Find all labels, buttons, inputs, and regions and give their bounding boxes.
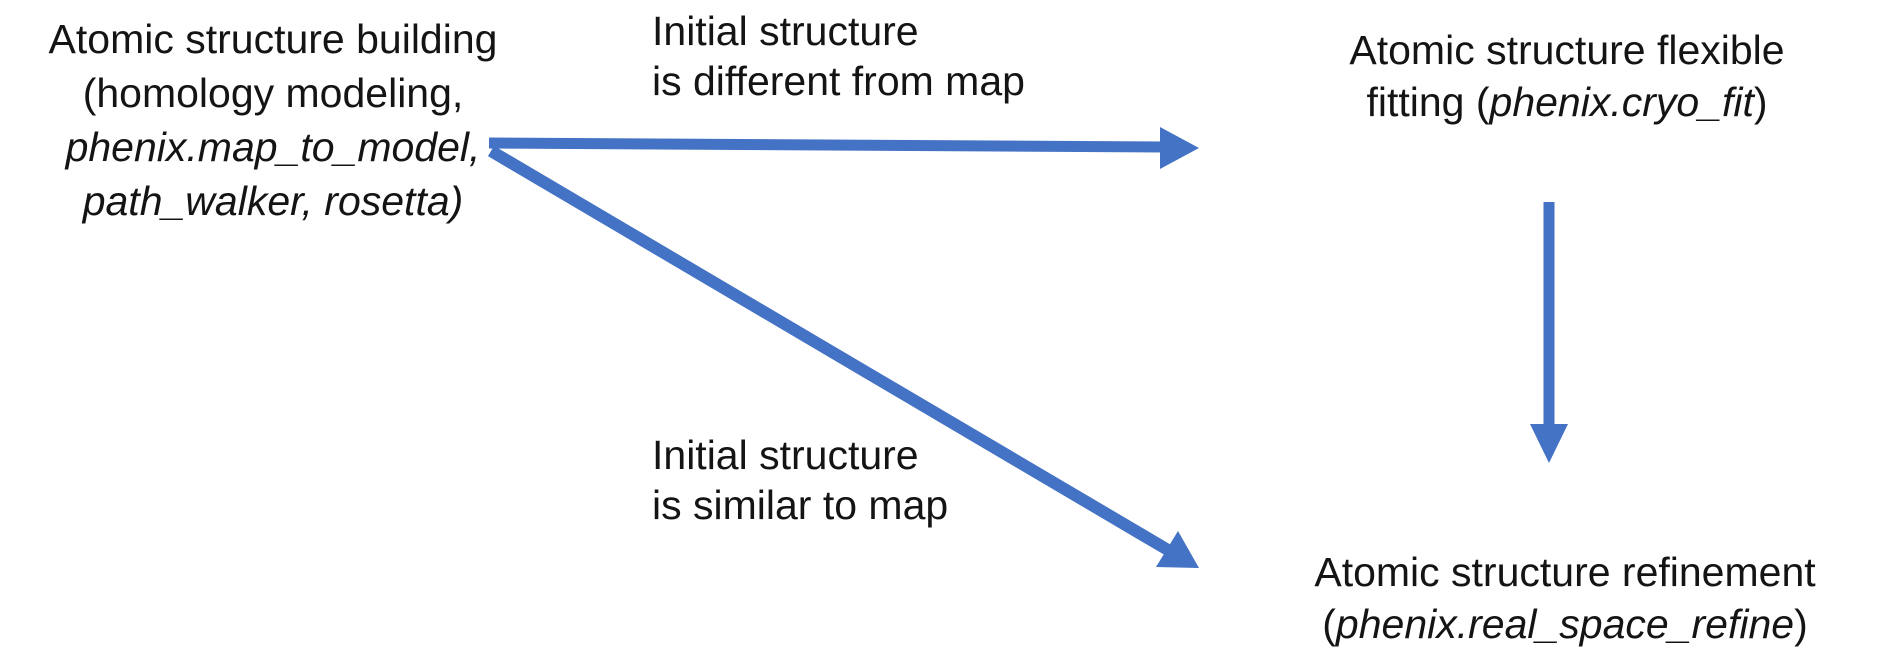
node-line-text: ) [1753, 79, 1768, 125]
arrow-head-right-icon [1160, 127, 1199, 169]
node-line-text: fitting ( [1366, 79, 1490, 125]
node-structure-refinement: Atomic structure refinement (phenix.real… [1250, 546, 1880, 650]
arrow-head-down-icon [1530, 424, 1568, 463]
node-line: Atomic structure flexible [1349, 27, 1785, 73]
node-line: Atomic structure refinement [1314, 549, 1816, 595]
node-line: fitting (phenix.cryo_fit) [1262, 76, 1872, 128]
arrow-building-to-fitting [488, 127, 1199, 169]
node-line-tool: phenix.map_to_model, [65, 124, 481, 170]
node-line-tool: phenix.real_space_refine [1335, 601, 1795, 647]
edge-label-line: is different from map [652, 58, 1025, 104]
arrow-building-to-refinement [487, 145, 1199, 568]
arrow-fitting-to-refinement [1530, 202, 1568, 463]
node-line-tool: phenix.cryo_fit [1489, 79, 1754, 125]
arrow-shaft [488, 137, 1165, 153]
node-line: (homology modeling, [82, 70, 464, 116]
node-line: (phenix.real_space_refine) [1250, 598, 1880, 650]
node-line-tool: path_walker, rosetta) [82, 178, 464, 224]
edge-label-line: Initial structure [652, 432, 919, 478]
arrow-head-down-right-icon [1156, 531, 1199, 568]
arrow-shaft [487, 145, 1172, 556]
node-flexible-fitting: Atomic structure flexible fitting (pheni… [1262, 24, 1872, 128]
node-line: Atomic structure building [48, 16, 498, 62]
node-line-text: ) [1794, 601, 1808, 647]
node-structure-building: Atomic structure building (homology mode… [2, 12, 544, 228]
node-line-text: ( [1322, 601, 1336, 647]
edge-label-similar-to-map: Initial structure is similar to map [652, 430, 948, 530]
edge-label-line: Initial structure [652, 8, 919, 54]
edge-label-line: is similar to map [652, 482, 949, 528]
edge-label-different-from-map: Initial structure is different from map [652, 6, 1025, 106]
